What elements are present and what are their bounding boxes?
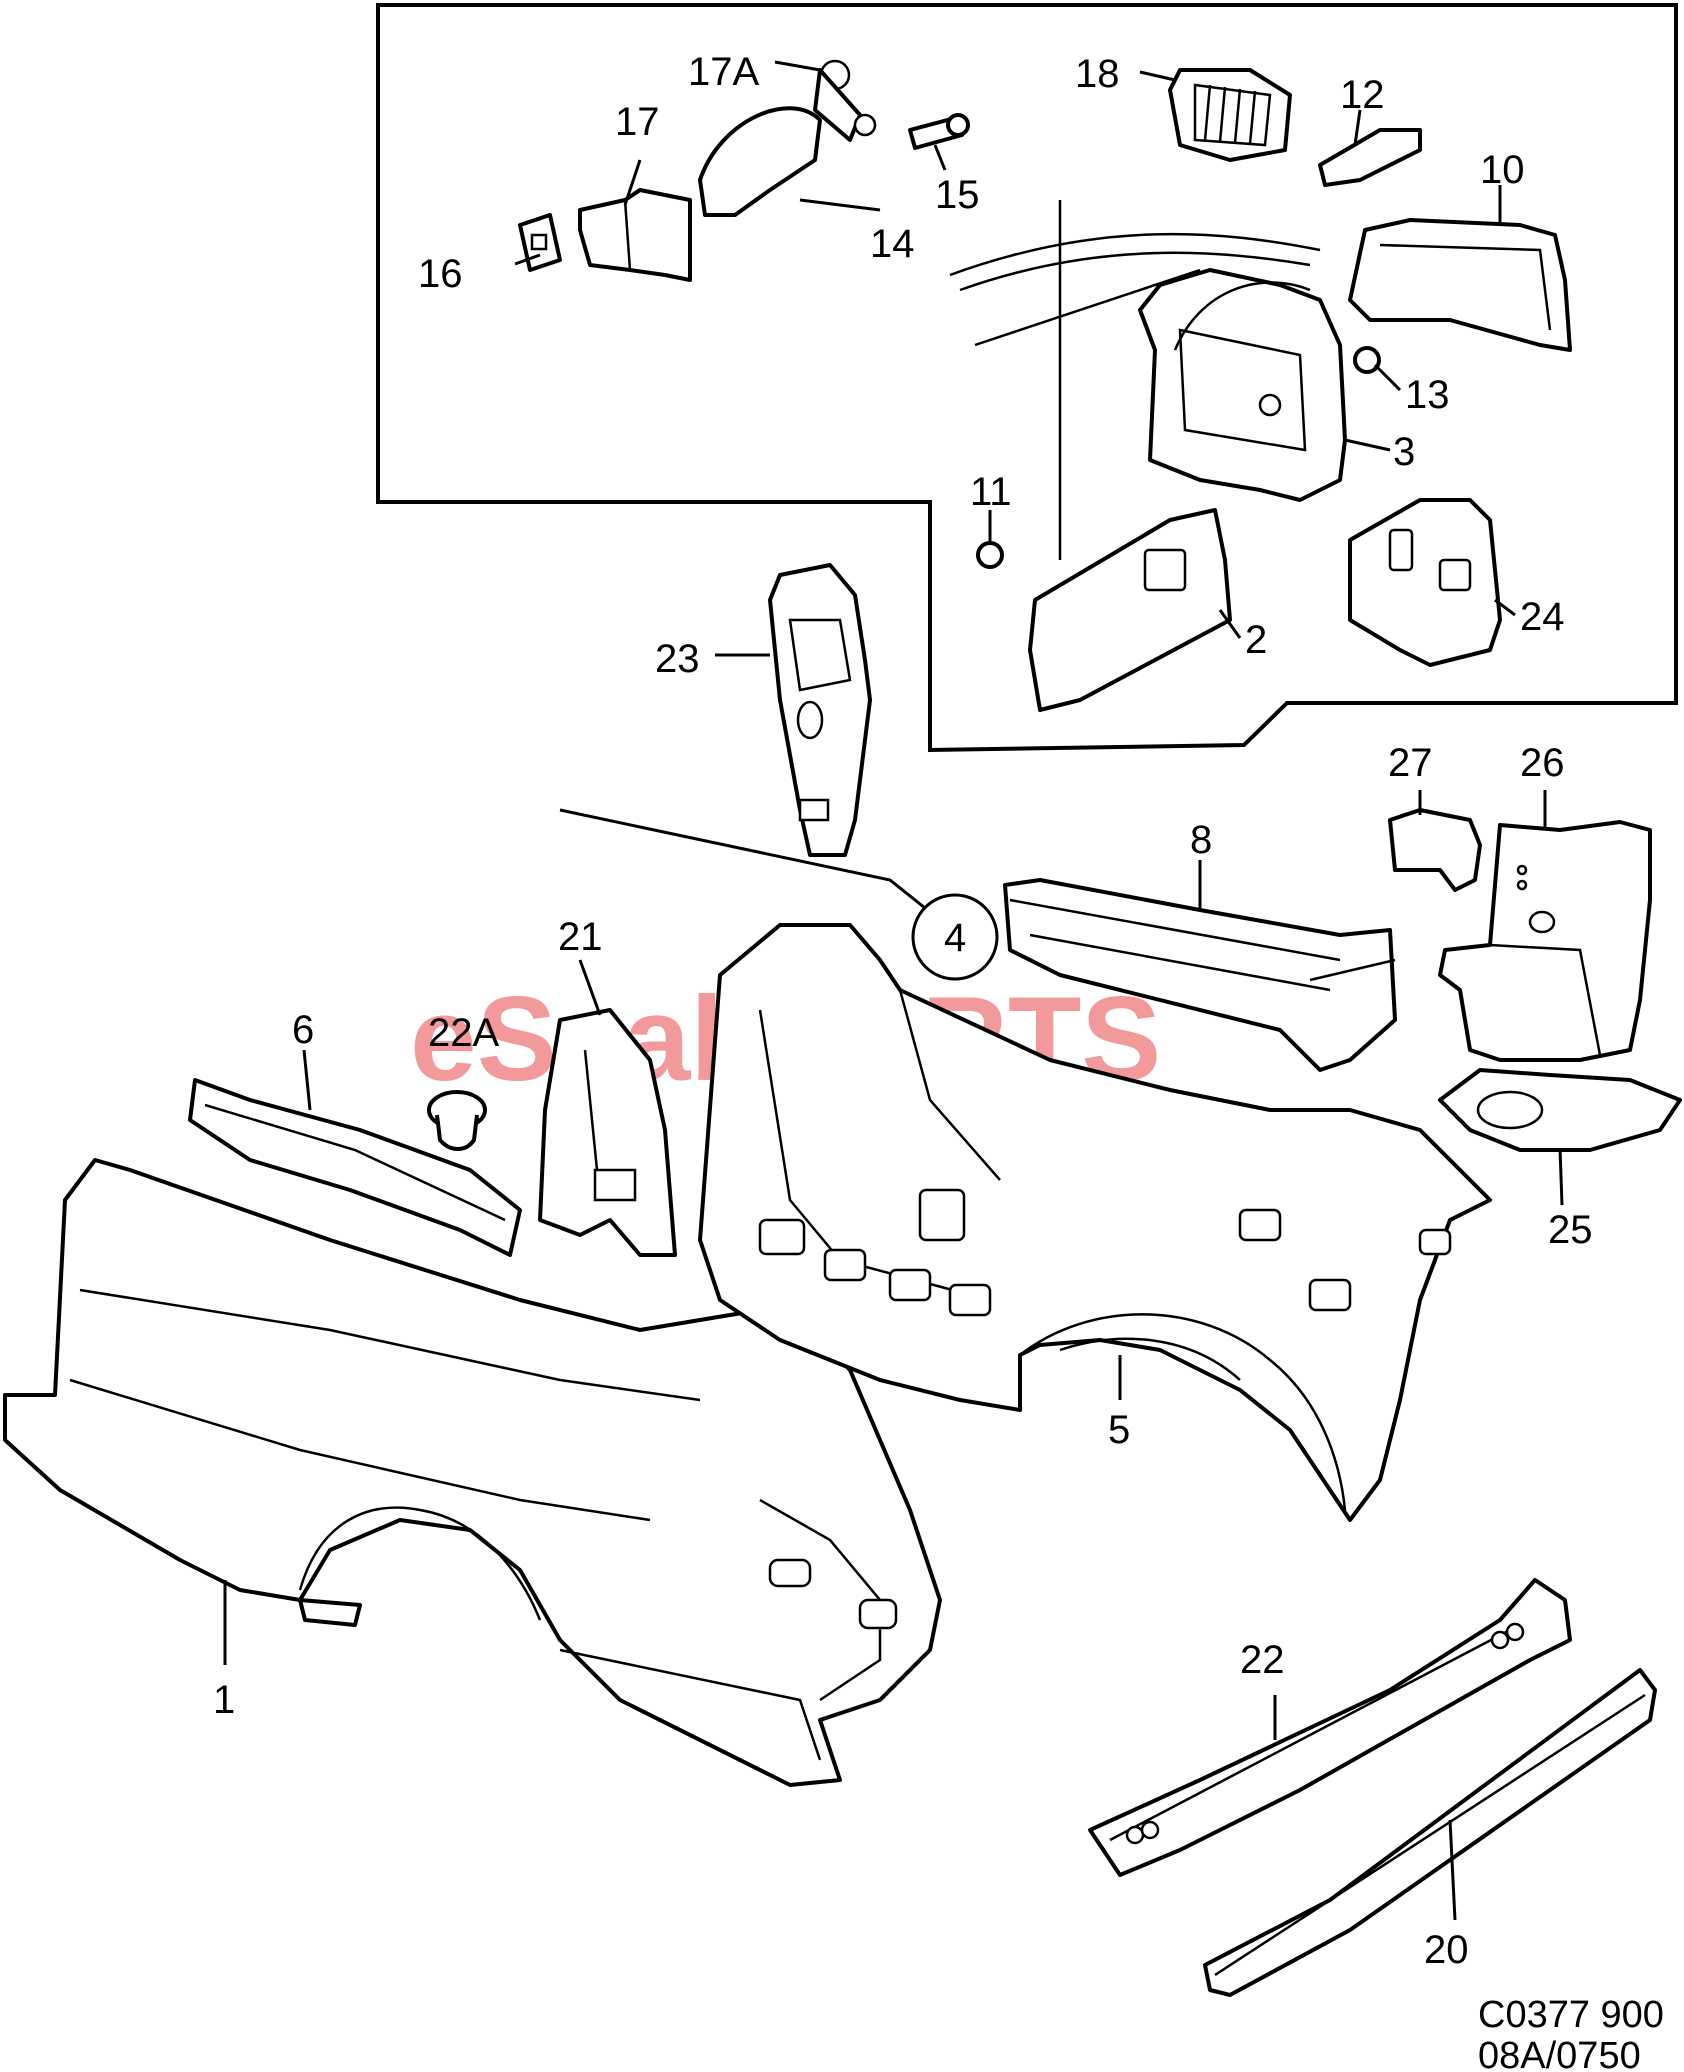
label-15: 15	[935, 173, 980, 217]
label-6: 6	[292, 1008, 314, 1052]
part-22a-grommet	[427, 1090, 487, 1151]
part-25-plate	[1438, 1068, 1682, 1152]
part-6-strip	[188, 1078, 522, 1257]
label-18: 18	[1075, 52, 1120, 96]
label-3: 3	[1393, 430, 1415, 474]
label-4: 4	[944, 916, 966, 960]
part-20-sill-rail	[1203, 1668, 1657, 1997]
part-labels: 17A 17 16 14 15 18 12 10 13 3 11 2 24 23…	[213, 50, 1593, 1972]
label-11: 11	[970, 470, 1012, 514]
label-25: 25	[1548, 1208, 1593, 1252]
leader-lines	[223, 60, 1564, 1921]
label-26: 26	[1520, 741, 1565, 785]
part-22-pillar	[538, 1008, 677, 1257]
part-26-pillar-panel	[1438, 820, 1652, 1062]
label-24: 24	[1520, 595, 1565, 639]
label-10: 10	[1480, 148, 1525, 192]
part-21-sill	[1088, 1578, 1572, 1877]
label-22: 21	[558, 915, 603, 959]
label-1: 1	[213, 1678, 235, 1722]
part-5-inner-panel	[698, 923, 1492, 1522]
part-8-channel	[1003, 878, 1397, 1072]
part-23-bracket	[768, 563, 872, 857]
label-27: 27	[1388, 741, 1433, 785]
label-22a: 22A	[428, 1011, 499, 1055]
inset-parts	[518, 59, 1572, 712]
detail-inset-frame	[376, 3, 1678, 753]
label-2: 2	[1245, 618, 1267, 662]
label-14: 14	[870, 222, 915, 266]
label-20: 20	[1424, 1928, 1469, 1972]
label-8: 8	[1190, 818, 1212, 862]
label-21: 22	[1240, 1638, 1285, 1682]
label-17: 16	[418, 252, 463, 296]
drawing-sheet: 08A/0750	[1478, 2035, 1641, 2072]
part-27-bracket	[1388, 808, 1482, 892]
callout-circle-4	[911, 893, 999, 981]
label-16: 17	[615, 100, 660, 144]
label-23: 23	[655, 637, 700, 681]
label-17a: 17A	[688, 50, 759, 94]
label-12: 12	[1340, 73, 1385, 117]
label-13: 13	[1405, 373, 1450, 417]
label-5: 5	[1108, 1408, 1130, 1452]
drawing-code: C0377 900	[1478, 1994, 1664, 2036]
